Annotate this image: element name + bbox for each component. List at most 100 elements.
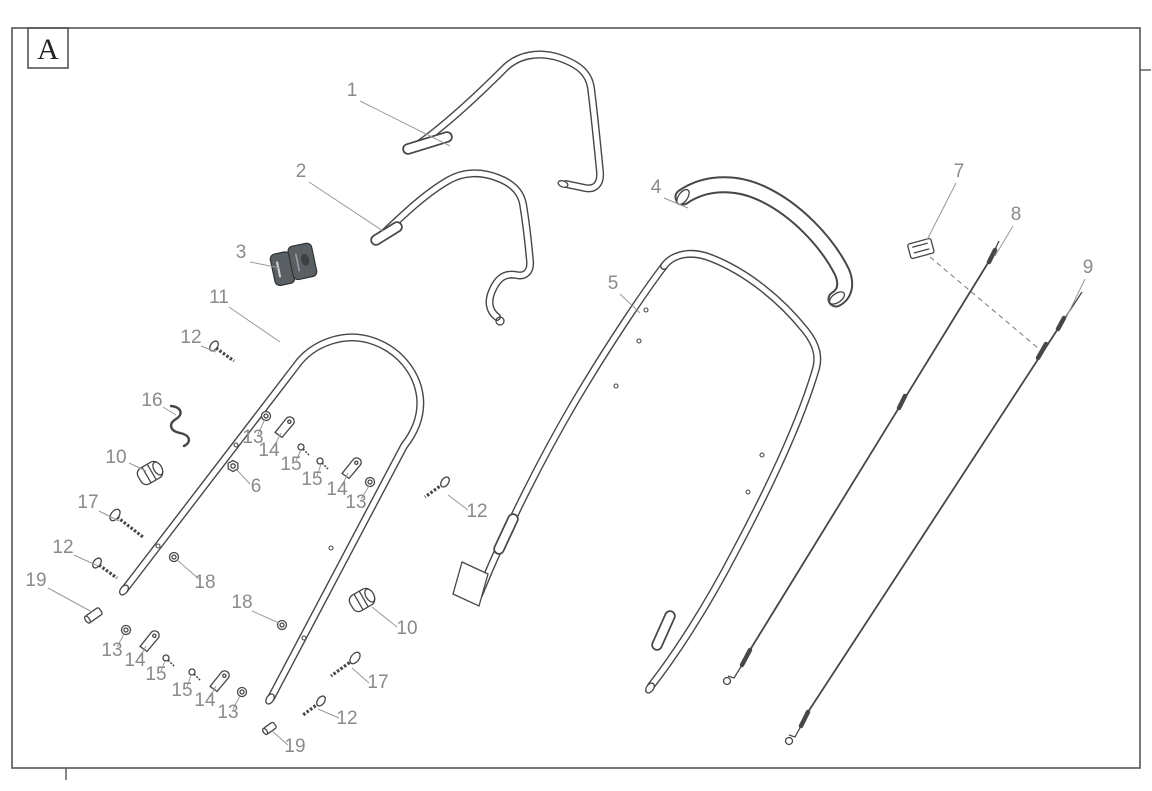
part-11-lower-handle-frame	[118, 333, 425, 705]
callout-number: 7	[954, 161, 965, 182]
leader-line	[73, 554, 99, 567]
callout-number: 8	[1011, 204, 1022, 225]
callout-9: 9	[1065, 257, 1094, 319]
callout-10: 10	[371, 606, 418, 639]
part-16-spring-clip	[169, 404, 191, 448]
callout-18: 18	[176, 559, 216, 593]
callout-14: 14	[258, 432, 282, 461]
callout-13: 13	[217, 695, 241, 723]
clip-locator-dashed-line	[929, 256, 1039, 349]
callout-number: 17	[367, 672, 388, 693]
leader-line	[359, 100, 451, 147]
leader-line	[1065, 278, 1086, 319]
callout-12: 12	[52, 537, 99, 567]
callout-16: 16	[141, 390, 177, 416]
part-12-bolt-c	[92, 557, 118, 580]
leader-line	[251, 610, 280, 624]
zone-label: A	[37, 33, 59, 66]
frame-border	[11, 27, 1141, 769]
callout-number: 2	[296, 161, 307, 182]
callout-number: 3	[236, 242, 247, 263]
part-12-bolt-b	[424, 476, 450, 499]
part-15-screw-b	[316, 457, 329, 470]
callout-number: 6	[251, 476, 262, 497]
leader-line	[176, 559, 200, 580]
leader-line	[317, 708, 340, 719]
part-15-screw-d	[188, 668, 201, 681]
leader-line	[619, 293, 641, 314]
callout-number: 11	[209, 287, 229, 308]
callout-number: 12	[336, 708, 357, 729]
callout-13: 13	[242, 418, 266, 448]
callout-number: 5	[608, 273, 619, 294]
callout-10: 10	[105, 447, 147, 472]
callout-number: 13	[101, 640, 122, 661]
callout-number: 13	[217, 702, 238, 723]
leader-line	[360, 485, 370, 500]
callout-number: 13	[345, 492, 366, 513]
part-13-washer-c	[120, 624, 132, 636]
callout-number: 15	[145, 664, 166, 685]
leader-line	[139, 645, 147, 658]
callout-17: 17	[351, 667, 389, 693]
leader-line	[273, 432, 282, 448]
callout-14: 14	[124, 645, 147, 671]
callout-number: 9	[1083, 257, 1094, 278]
leader-line	[209, 685, 217, 698]
callout-2: 2	[296, 161, 384, 232]
callout-17: 17	[77, 492, 120, 522]
leader-line	[271, 730, 289, 746]
callout-number: 10	[105, 447, 126, 468]
callout-5: 5	[608, 273, 641, 314]
callout-12: 12	[180, 327, 217, 353]
leader-line	[236, 469, 251, 485]
part-10-knob-right	[348, 587, 376, 613]
callout-number: 1	[347, 80, 358, 101]
part-6-hex-nut	[227, 459, 239, 473]
leader-line	[371, 606, 398, 628]
part-14-cam-lever-c	[139, 630, 160, 653]
callout-8: 8	[994, 204, 1022, 257]
part-14-cam-lever-b	[341, 457, 362, 480]
callout-19: 19	[25, 570, 93, 613]
callout-4: 4	[651, 177, 689, 209]
callout-number: 15	[280, 454, 301, 475]
part-12-bolt-d	[302, 695, 326, 717]
leader-line	[308, 181, 384, 232]
callout-6: 6	[236, 469, 262, 497]
callout-layer: 1234567891010111212121213131313141414141…	[25, 80, 1093, 757]
callout-number: 14	[326, 479, 348, 500]
part-19-spacer-b	[261, 721, 277, 736]
leader-line	[994, 225, 1014, 257]
part-13-washer-b	[364, 476, 376, 488]
zone-label-box	[27, 27, 69, 69]
callout-15: 15	[301, 463, 323, 490]
part-1-upper-bail-handle	[402, 50, 605, 193]
callout-number: 16	[141, 390, 162, 411]
callout-number: 14	[258, 440, 280, 461]
callout-7: 7	[926, 161, 965, 241]
callout-number: 12	[180, 327, 201, 348]
callout-19: 19	[271, 730, 306, 757]
leader-line	[351, 667, 370, 684]
leader-line	[160, 660, 166, 672]
drawing-frame: A	[11, 27, 1151, 780]
leader-line	[316, 463, 322, 477]
part-15-screw-c	[162, 654, 175, 667]
leader-line	[341, 472, 349, 487]
callout-number: 4	[651, 177, 662, 198]
callout-number: 18	[231, 592, 252, 613]
callout-13: 13	[101, 633, 125, 661]
callout-11: 11	[209, 287, 281, 343]
part-9-throttle-cable	[784, 291, 1083, 746]
callout-3: 3	[236, 242, 281, 269]
leader-line	[186, 674, 192, 688]
callout-number: 15	[171, 680, 192, 701]
leader-line	[98, 510, 120, 522]
callout-13: 13	[345, 485, 370, 513]
callout-15: 15	[171, 674, 193, 701]
part-2-lower-bail-handle	[370, 169, 535, 326]
part-18-lock-nut-a	[168, 551, 180, 563]
callout-1: 1	[347, 80, 451, 147]
